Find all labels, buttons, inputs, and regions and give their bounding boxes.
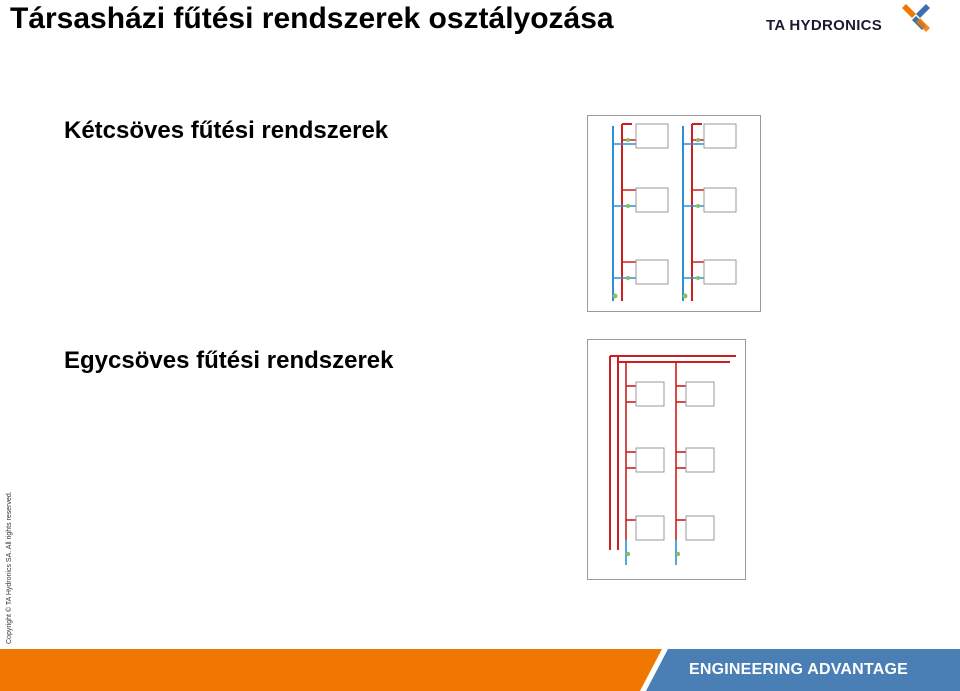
two-pipe-left-column [612, 123, 636, 301]
one-pipe-valves [625, 551, 681, 557]
two-pipe-valves [612, 138, 700, 299]
ta-hydronics-logo: TA HYDRONICS [766, 2, 932, 42]
slide-title: Társasházi fűtési rendszerek osztályozás… [10, 2, 614, 35]
two-pipe-right-column [682, 123, 704, 301]
footer-bar [0, 649, 960, 691]
two-pipe-radiators [635, 123, 737, 285]
copyright-notice: Copyright © TA Hydronics SA. All rights … [6, 491, 13, 644]
one-pipe-heating-diagram-icon [587, 339, 746, 580]
one-pipe-return [625, 540, 677, 565]
ta-hydronics-logo-mark-icon [902, 4, 930, 32]
one-pipe-radiators [635, 381, 715, 541]
two-pipe-heading: Kétcsöves fűtési rendszerek [64, 117, 389, 144]
one-pipe-heading: Egycsöves fűtési rendszerek [64, 347, 394, 374]
one-pipe-loops [625, 362, 686, 540]
footer-slogan: ENGINEERING ADVANTAGE [688, 661, 908, 678]
logo-text: TA HYDRONICS [766, 17, 883, 34]
one-pipe-main-riser [609, 355, 736, 550]
two-pipe-heating-diagram-icon [587, 115, 761, 312]
